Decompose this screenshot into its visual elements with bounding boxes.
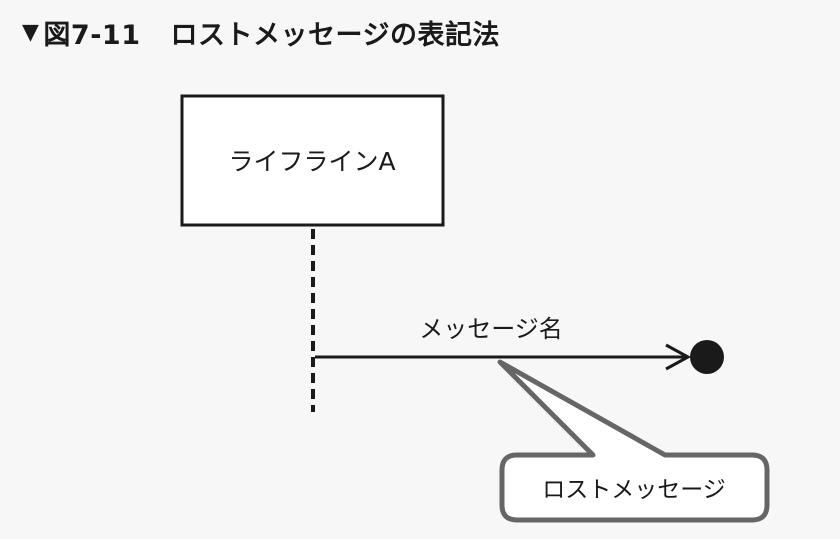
lifeline-box [180, 94, 445, 227]
figure-number: 図7-11 [43, 19, 141, 51]
callout-label: ロストメッセージ [542, 477, 726, 503]
lost-endpoint-dot [690, 340, 724, 374]
triangle-down-icon: ▼ [22, 19, 40, 45]
message-label: メッセージ名 [419, 315, 563, 343]
arrowhead-icon [665, 343, 692, 371]
figure-title: ▼ 図7-11 ロストメッセージの表記法 [22, 14, 500, 51]
lifeline-label: ライフラインA [228, 147, 395, 176]
figure-caption: ロストメッセージの表記法 [170, 19, 500, 51]
callout-balloon [497, 359, 770, 523]
